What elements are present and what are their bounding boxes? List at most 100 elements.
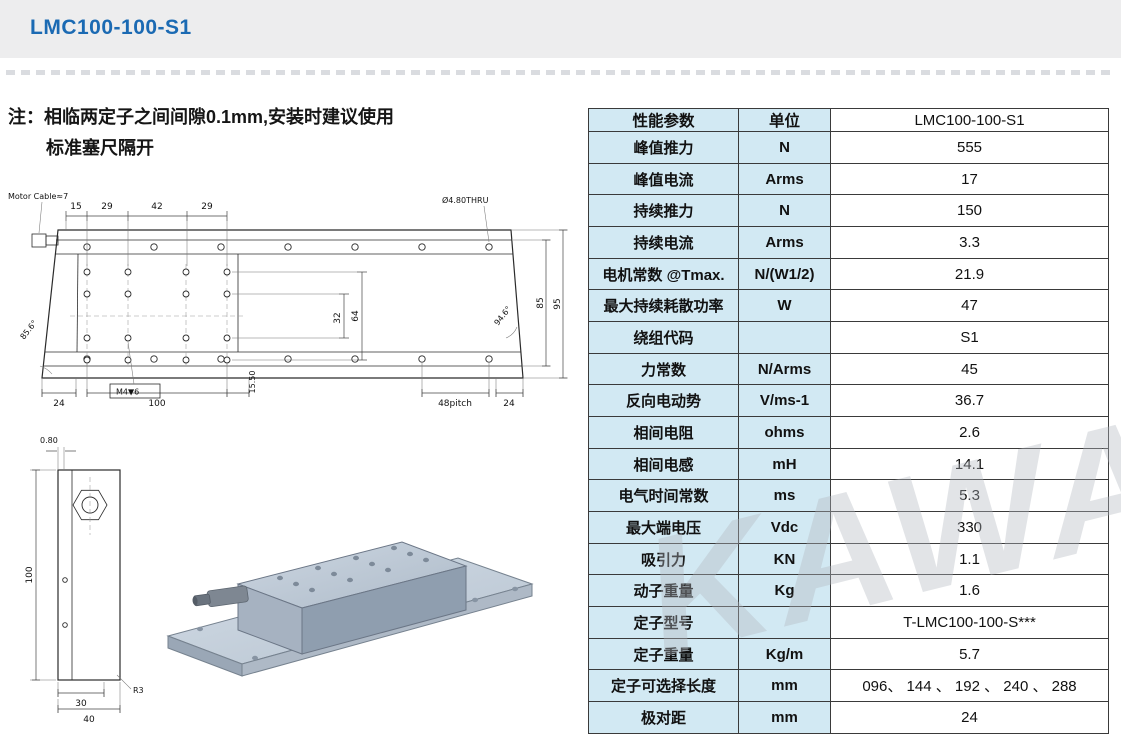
- unit-cell: Arms: [738, 162, 831, 196]
- stator-plate-outline: [41, 229, 524, 379]
- param-name-cell: 持续电流: [588, 226, 739, 259]
- dim-label: 29: [101, 202, 113, 212]
- unit-cell: mm: [738, 669, 831, 703]
- table-row: 定子型号 T-LMC100-100-S***: [588, 606, 1109, 639]
- value-cell: 555: [830, 131, 1109, 164]
- dim-label: 30: [75, 699, 87, 709]
- param-name-cell: 持续推力: [588, 194, 739, 228]
- unit-cell: Arms: [738, 226, 831, 259]
- unit-cell: Kg: [738, 574, 831, 608]
- value-cell: S1: [830, 321, 1109, 354]
- param-name-cell: 相间电阻: [588, 416, 739, 449]
- param-name-cell: 定子重量: [588, 637, 739, 671]
- dim-label: 42: [151, 202, 162, 212]
- top-view-drawing: Motor Cable≈7 15 29 42 29 32 64: [8, 192, 568, 409]
- right-dims: [511, 229, 568, 379]
- unit-cell: W: [738, 289, 831, 323]
- param-name-cell: 反向电动势: [588, 384, 739, 418]
- bottom-dim-chain: [41, 363, 524, 397]
- value-cell: 330: [830, 511, 1109, 544]
- unit-cell: Vdc: [738, 511, 831, 544]
- value-cell: 150: [830, 194, 1109, 228]
- unit-cell: [738, 321, 831, 354]
- install-note: 注：相临两定子之间间隙0.1mm,安装时建议使用 标准塞尺隔开: [8, 102, 394, 164]
- note-line-1: 注：相临两定子之间间隙0.1mm,安装时建议使用: [8, 107, 395, 127]
- param-name-cell: 定子可选择长度: [588, 669, 739, 703]
- table-header-row: 性能参数 单位 LMC100-100-S1: [588, 108, 1109, 132]
- param-name-cell: 峰值电流: [588, 162, 739, 196]
- value-cell: 096、 144 、 192 、 240 、 288: [830, 669, 1109, 703]
- table-row: 电机常数 @Tmax.N/(W1/2)21.9: [588, 257, 1109, 291]
- param-name-cell: 极对距: [588, 701, 739, 734]
- dim-label: 64: [351, 310, 361, 322]
- unit-cell: [738, 606, 831, 639]
- unit-cell: mm: [738, 701, 831, 734]
- thread-callout-label: M4▼6: [116, 388, 139, 397]
- dim-label: 15.50: [248, 371, 257, 394]
- motor-cable-connector: [31, 201, 59, 248]
- side-view-drawing: 0.80 100 30 40 R3: [25, 436, 144, 725]
- value-cell: 21.9: [830, 257, 1109, 291]
- param-name-cell: 动子重量: [588, 574, 739, 608]
- value-cell: 45: [830, 352, 1109, 386]
- dim-label: 32: [333, 312, 343, 323]
- value-cell: T-LMC100-100-S***: [830, 606, 1109, 639]
- rail-holes: [83, 243, 493, 363]
- unit-cell: ohms: [738, 416, 831, 449]
- unit-cell: N: [738, 131, 831, 164]
- param-name-cell: 最大持续耗散功率: [588, 289, 739, 323]
- unit-cell: N: [738, 194, 831, 228]
- param-name-cell: 电气时间常数: [588, 479, 739, 513]
- unit-cell: mH: [738, 447, 831, 481]
- motor-cable-label: Motor Cable≈7: [8, 192, 68, 201]
- dim-label: 24: [53, 399, 65, 409]
- dim-label: 29: [201, 202, 213, 212]
- dim-label: 100: [25, 566, 35, 583]
- header-bar: [0, 0, 1121, 58]
- param-name-cell: 相间电感: [588, 447, 739, 481]
- angle-label: 85.6°: [18, 319, 39, 342]
- value-cell: 14.1: [830, 447, 1109, 481]
- divider-dashed: [6, 70, 1114, 75]
- unit-cell: Kg/m: [738, 637, 831, 671]
- dim-label: 15: [70, 202, 81, 212]
- param-name-cell: 吸引力: [588, 542, 739, 576]
- value-cell: 5.3: [830, 479, 1109, 513]
- unit-cell: V/ms-1: [738, 384, 831, 418]
- dim-label: 24: [503, 399, 515, 409]
- note-line-2: 标准塞尺隔开: [46, 138, 154, 158]
- value-cell: 17: [830, 162, 1109, 196]
- unit-cell: KN: [738, 542, 831, 576]
- value-cell: 2.6: [830, 416, 1109, 449]
- dim-label: 40: [83, 715, 95, 725]
- param-name-cell: 定子型号: [588, 606, 739, 639]
- header-unit: 单位: [738, 108, 831, 132]
- value-cell: 36.7: [830, 384, 1109, 418]
- hex-screw: [72, 489, 108, 521]
- dim-label: 100: [148, 399, 165, 409]
- value-cell: 5.7: [830, 637, 1109, 671]
- value-cell: 24: [830, 701, 1109, 734]
- param-name-cell: 最大端电压: [588, 511, 739, 544]
- dim-label: 0.80: [40, 436, 58, 445]
- radius-label: R3: [133, 686, 144, 695]
- dim-label: 48pitch: [438, 399, 472, 409]
- unit-cell: N/Arms: [738, 352, 831, 386]
- unit-cell: N/(W1/2): [738, 257, 831, 291]
- carriage-block: [236, 541, 468, 655]
- angle-label: 94.6°: [492, 305, 513, 328]
